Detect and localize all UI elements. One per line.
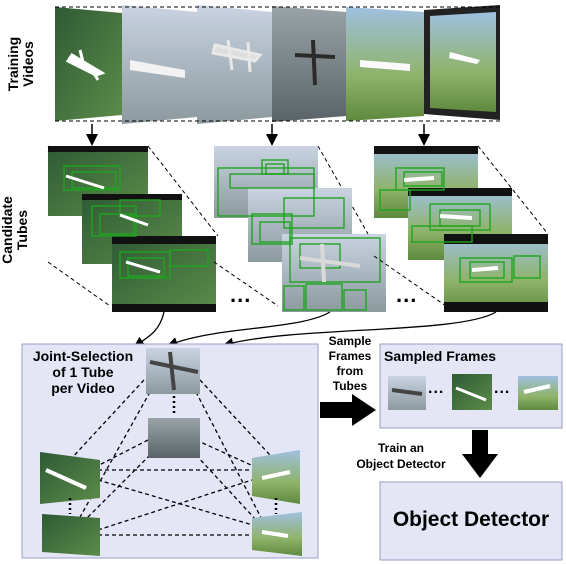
candidate-tube-group-1 [47,145,219,312]
sample-line1: Sample [328,334,372,348]
sample-line4: Tubes [332,379,368,393]
sampled-ellipsis-1: ... [428,380,445,397]
sampled-ellipsis-2: ... [494,380,511,397]
candidate-tubes-line1: Candidate [0,196,15,264]
training-videos-line1: Training [5,36,21,92]
train-detector-label: Train an Object Detector [340,440,462,472]
right-arrow [320,394,376,426]
joint-selection-line1: Joint-Selection [32,348,134,364]
ellipsis-1: ... [230,282,252,307]
candidate-tubes-line2: Tubes [14,209,30,251]
training-videos-line2: Videos [20,41,36,87]
joint-selection-title: Joint-Selection of 1 Tube per Video [24,348,142,396]
training-videos-label: Training Videos [5,32,38,96]
training-video-strip [55,5,500,124]
candidate-tube-group-3 [373,145,549,312]
sample-line2: Frames [328,349,372,363]
sampled-frames-title: Sampled Frames [384,348,497,364]
object-detector-title: Object Detector [392,508,550,531]
candidate-tube-group-2 [213,145,386,312]
ellipsis-2: ... [396,282,418,307]
sample-line3: from [336,364,364,378]
candidate-tubes-label: Candidate Tubes [0,188,32,272]
sample-frames-label: Sample Frames from Tubes [320,334,380,394]
train-line1: Train an [377,441,424,455]
train-line2: Object Detector [356,457,446,471]
down-arrow [462,430,498,478]
joint-selection-line2: of 1 Tube [52,364,114,380]
joint-selection-line3: per Video [51,380,115,396]
